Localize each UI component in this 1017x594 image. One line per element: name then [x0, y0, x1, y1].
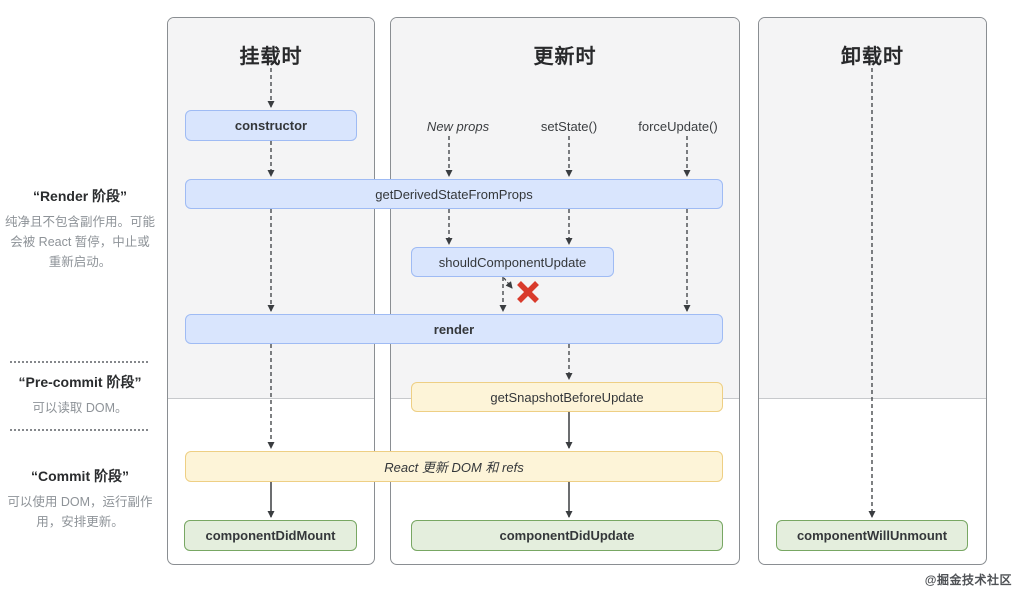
sidebar-dotted-divider-bottom — [10, 429, 148, 431]
trigger-force-update: forceUpdate() — [638, 119, 718, 134]
pre-commit-phase-title: “Pre-commit 阶段” — [18, 374, 142, 390]
render-phase-note: “Render 阶段” 纯净且不包含副作用。可能会被 React 暂停，中止或重… — [5, 186, 155, 272]
constructor-node: constructor — [185, 110, 357, 141]
component-did-update-node: componentDidUpdate — [411, 520, 723, 551]
trigger-set-state: setState() — [540, 119, 598, 134]
commit-phase-note: “Commit 阶段” 可以使用 DOM，运行副作用，安排更新。 — [5, 466, 155, 532]
trigger-new-props: New props — [426, 119, 490, 134]
column-unmounting-title: 卸载时 — [841, 46, 904, 68]
render-phase-title: “Render 阶段” — [32, 188, 128, 204]
get-snapshot-before-update-node: getSnapshotBeforeUpdate — [411, 382, 723, 412]
column-unmounting: 卸载时 — [758, 17, 987, 565]
sidebar-dotted-divider-top — [10, 361, 148, 363]
render-node: render — [185, 314, 723, 344]
juejin-watermark: @掘金技术社区 — [924, 573, 1012, 587]
component-will-unmount-node: componentWillUnmount — [776, 520, 968, 551]
column-updating: 更新时 — [390, 17, 740, 565]
commit-phase-title: “Commit 阶段” — [31, 468, 129, 484]
column-updating-title: 更新时 — [533, 46, 597, 68]
render-phase-shaded-region — [759, 18, 986, 399]
commit-phase-description: 可以使用 DOM，运行副作用，安排更新。 — [7, 495, 153, 529]
pre-commit-phase-description: 可以读取 DOM。 — [32, 401, 128, 415]
should-component-update-node: shouldComponentUpdate — [411, 247, 614, 277]
react-updates-dom-node: React 更新 DOM 和 refs — [185, 451, 723, 482]
component-did-mount-node: componentDidMount — [184, 520, 357, 551]
column-mounting: 挂载时 — [167, 17, 375, 565]
pre-commit-phase-note: “Pre-commit 阶段” 可以读取 DOM。 — [5, 372, 155, 418]
column-mounting-title: 挂载时 — [239, 46, 303, 68]
render-phase-description: 纯净且不包含副作用。可能会被 React 暂停，中止或重新启动。 — [5, 215, 156, 269]
get-derived-state-from-props-node: getDerivedStateFromProps — [185, 179, 723, 209]
